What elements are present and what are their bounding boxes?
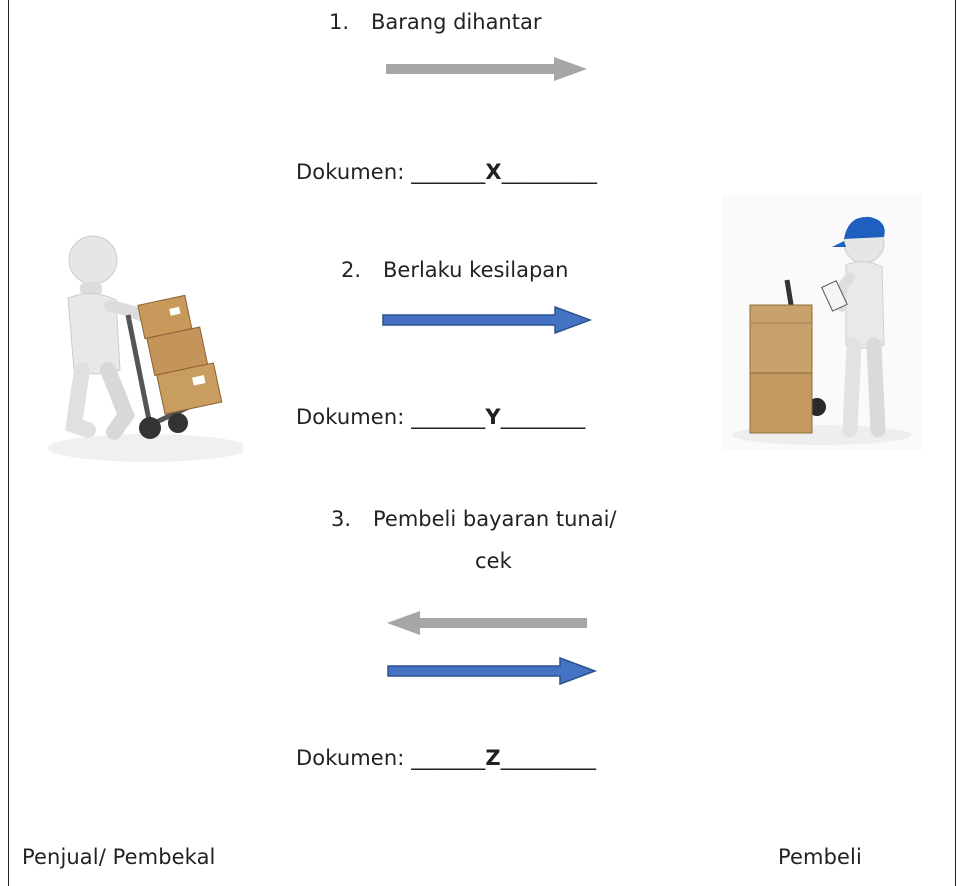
step-2: 2. Berlaku kesilapan: [341, 258, 568, 282]
document-x-line: Dokumen: _______X_________: [296, 160, 597, 184]
step-2-text: Berlaku kesilapan: [383, 258, 569, 282]
step-3-text-cont: cek: [475, 549, 512, 573]
document-x-label: Dokumen:: [296, 160, 412, 184]
step-3: 3. Pembeli bayaran tunai/: [331, 507, 617, 531]
document-z-line: Dokumen: _______Z_________: [296, 746, 596, 770]
step-1: 1. Barang dihantar: [329, 10, 541, 34]
document-y-blank-post: ________: [500, 405, 586, 429]
arrow-right-grey-1: [386, 57, 587, 81]
step-3-text: Pembeli bayaran tunai/: [373, 507, 617, 531]
step-3-number: 3.: [331, 507, 352, 531]
seller-figure-illustration: [48, 235, 243, 462]
document-x-blank-pre: _______: [411, 160, 486, 184]
document-z-label: Dokumen:: [296, 746, 412, 770]
party-seller-label: Penjual/ Pembekal: [22, 845, 216, 869]
diagram-frame: [8, 0, 956, 886]
step-1-number: 1.: [329, 10, 350, 34]
document-y-line: Dokumen: _______Y________: [296, 405, 586, 429]
document-z-key: Z: [485, 746, 501, 770]
document-y-key: Y: [485, 405, 501, 429]
document-y-label: Dokumen:: [296, 405, 412, 429]
step-2-number: 2.: [341, 258, 362, 282]
arrow-right-blue-1: [382, 305, 593, 335]
party-buyer-label: Pembeli: [778, 845, 862, 869]
document-z-blank-post: _________: [500, 746, 597, 770]
step-1-text: Barang dihantar: [371, 10, 542, 34]
arrow-left-grey: [387, 611, 587, 635]
document-y-blank-pre: _______: [411, 405, 486, 429]
document-x-blank-post: _________: [501, 160, 598, 184]
document-x-key: X: [485, 160, 502, 184]
document-z-blank-pre: _______: [411, 746, 486, 770]
arrow-right-blue-2: [387, 656, 598, 686]
buyer-figure-illustration: [722, 195, 922, 450]
